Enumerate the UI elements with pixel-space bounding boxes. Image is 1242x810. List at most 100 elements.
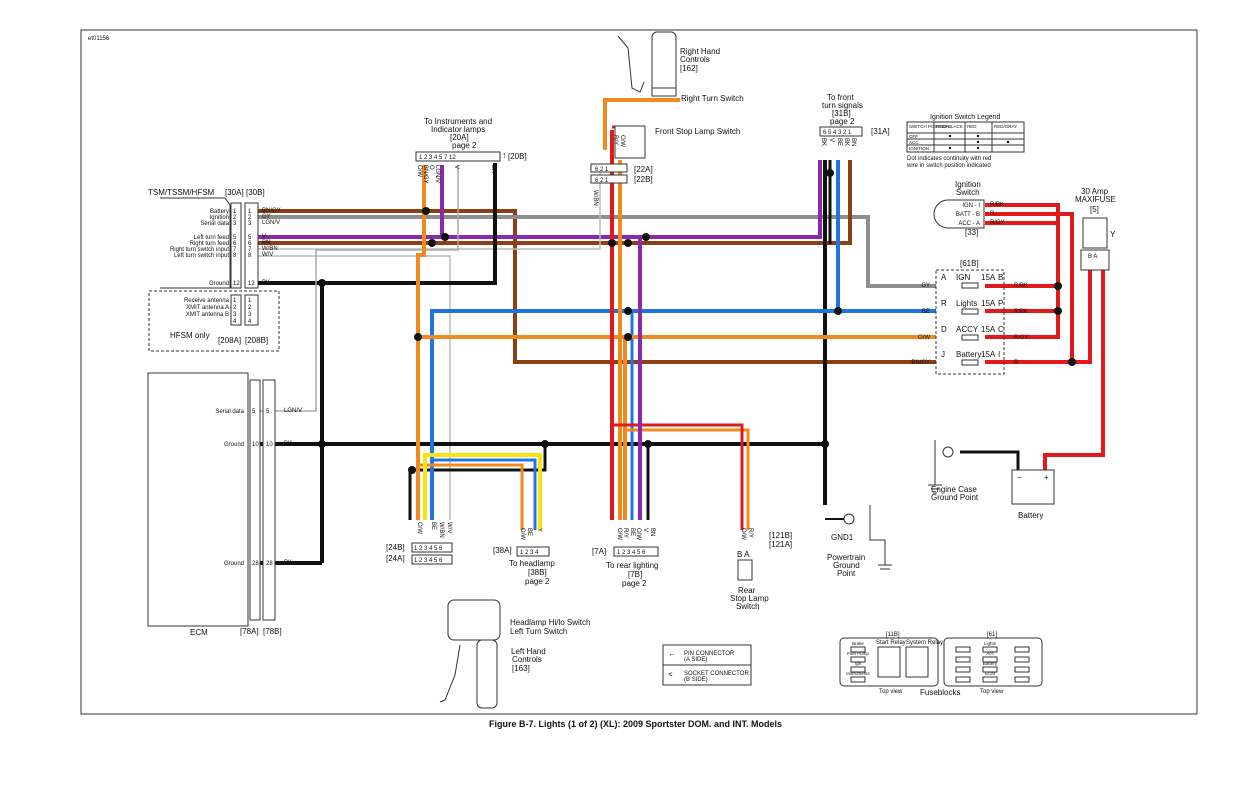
fuse-amp: 15A <box>981 325 996 334</box>
rear-lighting-connector: [7A] 1 2 3 4 5 6 To rear lighting [7B] p… <box>592 528 659 588</box>
fuse-name: Battery <box>956 350 981 359</box>
fuse-amp: 15A <box>981 273 996 282</box>
rs-conn-b: [121B] <box>769 531 792 540</box>
legend-sock2: (B SIDE) <box>684 677 708 683</box>
wire-label: BE <box>430 522 436 530</box>
ground-points: Engine Case Ground Point −+ Battery GND1… <box>825 440 1055 578</box>
tsm-pin-num-b: 5 <box>248 235 252 241</box>
wire-gy-ignition <box>258 215 936 288</box>
wire-label: BN/GY <box>422 165 428 184</box>
inst-title2: Indicator lamps <box>431 125 485 134</box>
ign-ref: [33] <box>965 228 978 237</box>
tsm-title: TSM/TSSM/HFSM <box>148 188 215 197</box>
wire-label: O/W <box>619 135 625 147</box>
right-hand-controls: Right Hand Controls [162] Right Turn Swi… <box>590 31 744 206</box>
wire-label: R/Y <box>747 528 753 538</box>
svg-text:−: − <box>1017 473 1022 482</box>
wire-r-battery <box>1043 270 1105 470</box>
wire-label: O/W <box>519 528 525 540</box>
fuse-pin-right: C <box>998 325 1004 334</box>
continuity-dot <box>1006 140 1010 144</box>
ft-conn-a: [31A] <box>871 127 890 136</box>
tsm-wire-label: W/BN <box>262 246 278 252</box>
fuse-slot <box>982 656 998 663</box>
tsm-wire-label: LGN/V <box>262 220 280 226</box>
fuse-wire-in: BN/GY <box>911 360 930 366</box>
continuity-dot <box>948 134 952 138</box>
legend-pin1: PIN CONNECTOR <box>684 651 735 657</box>
fuse-slot <box>955 676 971 683</box>
tsm-wire-label: V <box>262 234 266 240</box>
wire-bk-tsm-ground <box>258 163 497 285</box>
ecm-pin-label: Ground <box>224 561 244 567</box>
fuse-icon <box>961 359 979 366</box>
wire-label: R/Y <box>612 135 618 145</box>
fuseblocks-topview1: Top view <box>879 689 903 695</box>
wire-r-batt <box>985 212 1074 364</box>
ecm-pin-num-b: 10 <box>266 442 273 448</box>
diagram-frame <box>80 29 1198 715</box>
wire-label: O/W <box>616 528 622 540</box>
inst-page: page 2 <box>452 141 477 150</box>
wire-label: V <box>453 165 459 169</box>
tsm-pin-num-b: 3 <box>248 221 252 227</box>
legend-pin2: (A SIDE) <box>684 657 707 663</box>
wire-r-gy-acc <box>985 221 1060 339</box>
tsm-conn-b: [30B] <box>246 188 265 197</box>
wire-v-left-turn <box>258 160 822 239</box>
rh-turn-switch: Right Turn Switch <box>681 94 744 103</box>
tsm-pin-num-a: 6 <box>233 241 237 247</box>
wire-label: W/BN <box>592 190 598 206</box>
start-relay-label: Start Relay <box>876 640 906 646</box>
continuity-dot <box>976 134 980 138</box>
hfsm-pin-num-b: 1 <box>248 298 252 304</box>
fuse-slot <box>982 676 998 683</box>
hl-title: To headlamp <box>509 559 555 568</box>
ecm-pin-label: Serial data <box>215 409 244 415</box>
wire-y-headlamp <box>423 453 542 530</box>
fuseblock-right-label: ECM <box>985 671 995 676</box>
wire-o-w-headlamp <box>418 463 524 530</box>
fuseblock-left-label: Fuel Pump <box>847 651 869 656</box>
fuseblock-right-label: Battery <box>983 661 998 666</box>
wire-label: O/W <box>416 165 422 177</box>
lh-conn-b: [24B] <box>386 543 405 552</box>
rh-conn-b: [22B] <box>634 175 653 184</box>
ft-pins: 6 5 4 3 2 1 <box>823 130 852 136</box>
hfsm-pin-label: XMIT antenna B <box>186 312 229 318</box>
wire-label: BE <box>526 528 532 536</box>
tsm-pin-num-a: 5 <box>233 235 237 241</box>
hfsm-pin-num-a: 1 <box>233 298 237 304</box>
wire-w-bn <box>258 165 601 250</box>
fuse-slot <box>850 646 866 653</box>
wire-be-lights <box>430 309 936 520</box>
wire-label: O/W <box>416 522 422 534</box>
fuseblock-right-label: Lights <box>984 641 997 646</box>
svg-text:Y: Y <box>1110 230 1116 239</box>
fuse-wire-out: R/BK <box>1014 309 1028 315</box>
lh-turn: Left Turn Switch <box>510 627 567 636</box>
hl-pins: 1 2 3 4 <box>520 550 539 556</box>
hfsm-pin-num-b: 2 <box>248 305 252 311</box>
tsm-pin-num-b: 2 <box>248 215 252 221</box>
front-stop-switch: Front Stop Lamp Switch <box>655 127 740 136</box>
ign-legend-note1: Dot indicates continuity with red <box>907 156 991 162</box>
svg-text:+: + <box>1044 473 1049 482</box>
ign-legend-header: RED/GRAY <box>994 124 1017 129</box>
ft-title2: turn signals <box>822 101 863 110</box>
wire-lgn-v-serial <box>258 165 459 412</box>
tsm-pin-num-a: 7 <box>233 247 237 253</box>
rs-title3: Switch <box>736 602 760 611</box>
svg-text:1 2 3 4 5 6: 1 2 3 4 5 6 <box>414 546 443 552</box>
engine-case-title1: Engine Case <box>931 485 977 494</box>
svg-text:<: < <box>668 670 673 679</box>
powertrain-title1: Powertrain <box>827 553 865 562</box>
svg-text:B A: B A <box>1088 254 1097 260</box>
ign-pin-label: IGN - I <box>962 203 980 209</box>
fuse-icon <box>961 334 979 341</box>
tsm-pin-label: Left turn switch input <box>174 253 229 259</box>
